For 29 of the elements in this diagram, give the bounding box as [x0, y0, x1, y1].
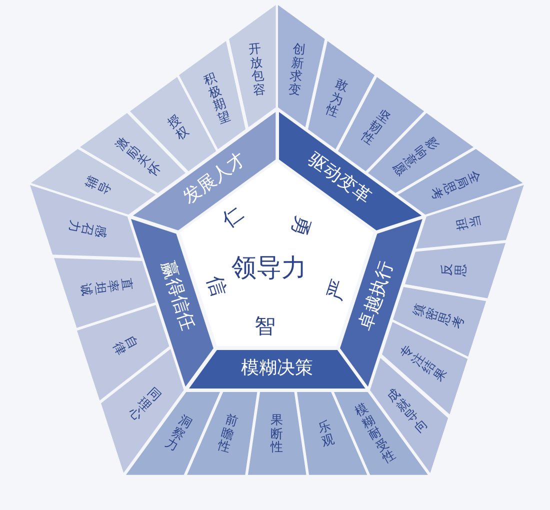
trait-label: 乐观 — [316, 418, 336, 448]
trait-label: 反思 — [439, 262, 467, 276]
virtue-label: 信 — [204, 273, 230, 299]
center-title: 领导力 — [231, 254, 306, 282]
trait-label: 感召力 — [66, 218, 109, 239]
trait-label: 果断性 — [270, 412, 284, 454]
category-title: 赢得信任 — [156, 259, 198, 334]
trait-label: 自律 — [110, 334, 140, 358]
trait-label: 前瞻性 — [216, 412, 240, 454]
trait-label: 专注结果 — [396, 342, 448, 384]
category-title: 驱动变革 — [304, 150, 374, 208]
trait-label: 直率坦诚 — [79, 277, 134, 297]
trait-label: 开放包容 — [248, 42, 266, 97]
trait-label: 激励关怀 — [112, 134, 164, 178]
category-title: 卓越执行 — [356, 259, 398, 334]
trait-label: 辅导 — [83, 174, 114, 196]
trait-label: 坚韧性 — [359, 107, 394, 148]
category-title: 模糊决策 — [240, 360, 313, 379]
trait-label: 积极期望 — [202, 70, 232, 126]
trait-label: 缜密思考 — [410, 302, 466, 331]
virtue-label: 智 — [254, 314, 276, 337]
trait-label: 担当 — [454, 214, 483, 232]
virtue-label: 勇 — [288, 213, 314, 239]
trait-label: 敢为性 — [324, 77, 350, 120]
trait-label: 洞察力 — [163, 412, 194, 454]
trait-label: 授权 — [164, 112, 191, 142]
trait-label: 创新求变 — [288, 42, 306, 97]
trait-label: 同理心 — [126, 384, 164, 423]
virtue-label: 严 — [324, 277, 350, 303]
